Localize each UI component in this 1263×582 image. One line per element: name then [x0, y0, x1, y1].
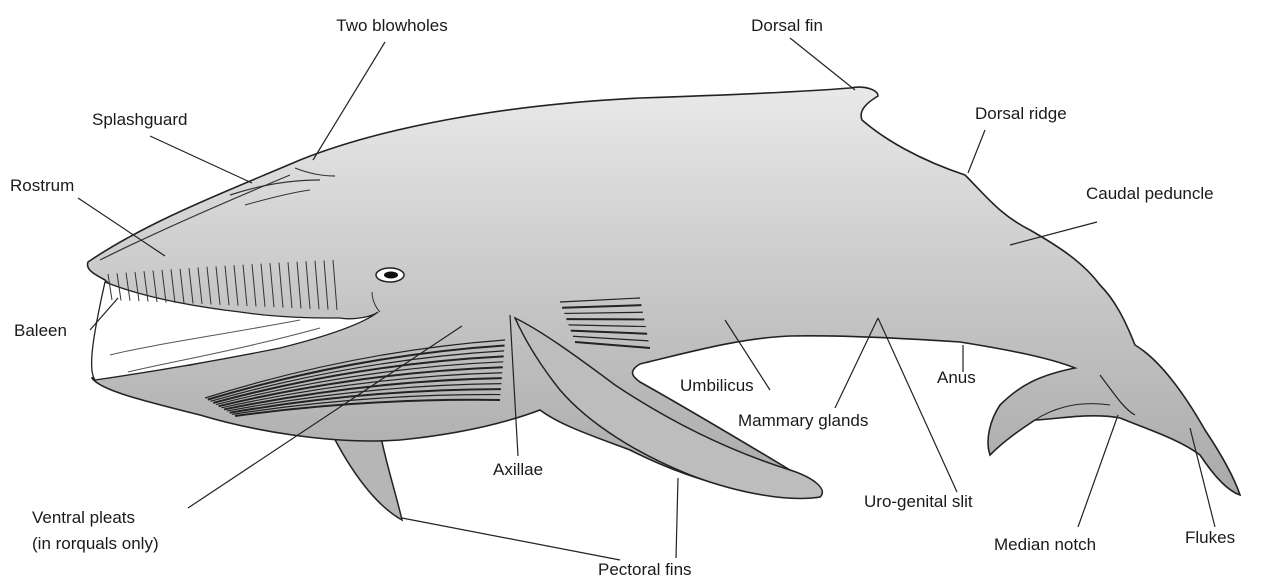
label-caudal-peduncle: Caudal peduncle — [1086, 184, 1214, 204]
label-baleen: Baleen — [14, 321, 67, 341]
label-uro-genital-slit: Uro-genital slit — [864, 492, 973, 512]
label-median-notch: Median notch — [994, 535, 1096, 555]
label-ventral-pleats-note: (in rorquals only) — [32, 534, 159, 554]
label-two-blowholes: Two blowholes — [336, 16, 448, 36]
label-ventral-pleats: Ventral pleats — [32, 508, 135, 528]
label-dorsal-fin: Dorsal fin — [751, 16, 823, 36]
label-pectoral-fins: Pectoral fins — [598, 560, 692, 580]
eye — [376, 268, 404, 282]
label-flukes: Flukes — [1185, 528, 1235, 548]
label-axillae: Axillae — [493, 460, 543, 480]
label-dorsal-ridge: Dorsal ridge — [975, 104, 1067, 124]
label-mammary-glands: Mammary glands — [738, 411, 868, 431]
label-rostrum: Rostrum — [10, 176, 74, 196]
label-anus: Anus — [937, 368, 976, 388]
label-umbilicus: Umbilicus — [680, 376, 754, 396]
far-pectoral-fin — [330, 430, 402, 520]
label-splashguard: Splashguard — [92, 110, 187, 130]
